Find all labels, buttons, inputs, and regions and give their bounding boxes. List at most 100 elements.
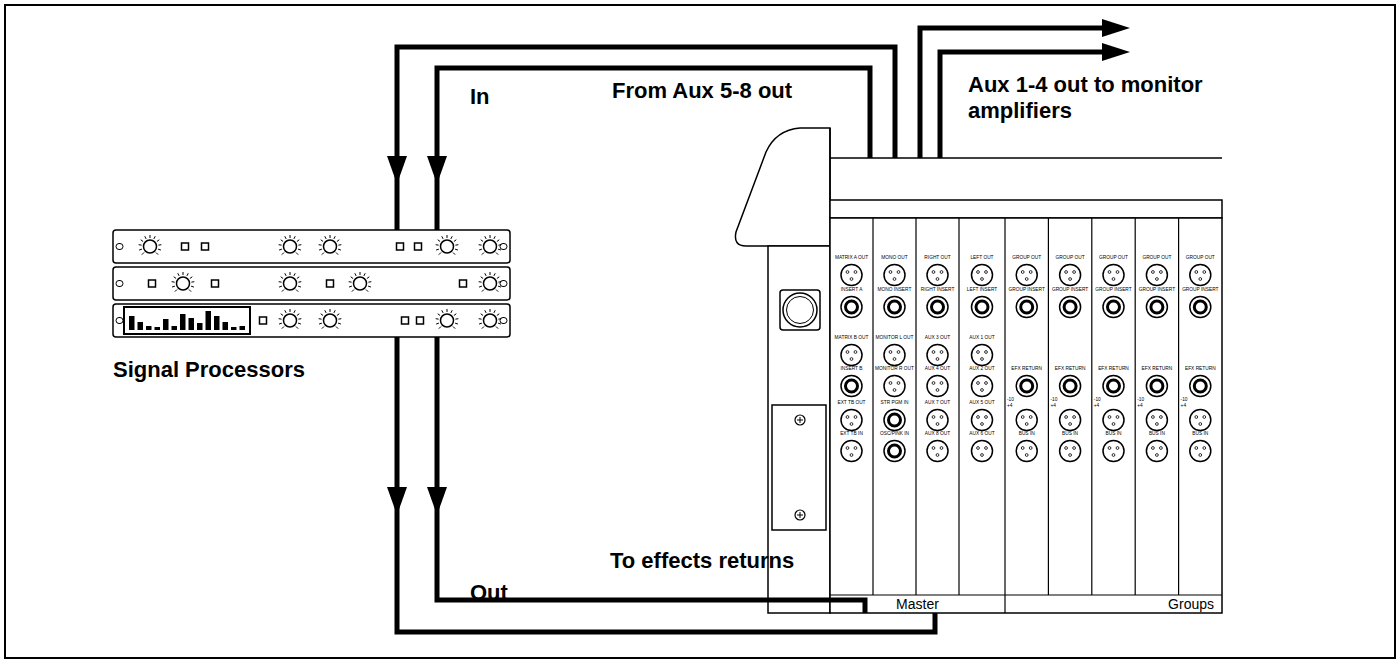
xlr-pin <box>932 271 935 274</box>
arrowhead <box>387 156 407 184</box>
jack-connector <box>1103 297 1124 318</box>
meter-bar <box>189 318 195 330</box>
xlr-pin <box>1069 454 1072 457</box>
connector-label: BUS IN <box>1149 431 1165 437</box>
xlr-connector <box>1016 265 1037 286</box>
xlr-pin <box>850 454 853 457</box>
knob <box>177 277 190 290</box>
connector-label: GROUP OUT <box>1056 255 1085 261</box>
xlr-connector <box>1103 410 1124 431</box>
knob-tick <box>156 253 158 255</box>
xlr-pin <box>1029 416 1032 419</box>
knob-tick <box>319 244 322 245</box>
xlr-pin <box>977 351 980 354</box>
switch <box>415 243 422 250</box>
xlr-pin <box>1112 278 1115 281</box>
connector-label: +4 <box>1094 403 1099 409</box>
connector-panel <box>830 218 1222 613</box>
knob-tick <box>319 323 322 325</box>
knob-tick <box>438 314 440 316</box>
multipin-connector <box>787 297 814 324</box>
knob-tick <box>175 290 177 292</box>
connector-label: -10 <box>1007 397 1014 403</box>
knob-tick <box>141 240 143 242</box>
connector-label: GROUP INSERT <box>1009 287 1045 293</box>
column-divider <box>1091 218 1092 595</box>
knob-tick <box>453 327 455 329</box>
knob-tick <box>338 244 341 245</box>
knob-tick <box>337 314 339 316</box>
xlr-pin <box>1065 416 1068 419</box>
knob-tick <box>455 249 458 251</box>
section-band-line <box>830 594 1222 595</box>
connector-label: AUX 8 OUT <box>925 431 950 437</box>
xlr-pin <box>854 271 857 274</box>
console-edge <box>829 128 831 200</box>
xlr-pin <box>940 351 943 354</box>
xlr-pin <box>1029 447 1032 450</box>
knob-tick <box>279 318 282 319</box>
knob-tick <box>154 236 155 239</box>
knob-tick <box>453 253 455 255</box>
knob-tick <box>490 272 491 275</box>
knob-tick <box>150 235 151 238</box>
column-divider <box>872 218 873 595</box>
xlr-connector <box>1190 441 1211 462</box>
knob-tick <box>351 277 353 279</box>
xlr-connector <box>1060 441 1081 462</box>
xlr-pin <box>1073 271 1076 274</box>
knob-tick <box>290 235 291 238</box>
xlr-connector <box>1016 410 1037 431</box>
knob-tick <box>139 249 142 251</box>
xlr-pin <box>981 278 984 281</box>
knob-tick <box>285 273 286 276</box>
screw <box>795 415 805 425</box>
connector-label: EFX RETURN <box>1185 366 1216 372</box>
frame <box>5 5 1395 658</box>
xlr-pin <box>981 358 984 361</box>
knob-tick <box>139 244 142 245</box>
knob-tick <box>294 273 295 276</box>
connector-label: AUX 3 OUT <box>925 335 950 341</box>
knob-tick <box>439 327 441 329</box>
knob-tick <box>294 310 295 313</box>
xlr-connector <box>972 410 993 431</box>
connector-label: LEFT OUT <box>970 255 993 261</box>
meter-bar <box>214 316 220 330</box>
jack-socket <box>889 445 901 457</box>
knob-tick <box>158 244 161 245</box>
xlr-pin <box>1108 447 1111 450</box>
xlr-pin <box>1195 271 1198 274</box>
xlr-pin <box>1116 416 1119 419</box>
connector-label: +4 <box>1007 403 1012 409</box>
knob <box>484 314 497 327</box>
wire-label: From Aux 5-8 out <box>612 78 792 104</box>
xlr-pin <box>1195 416 1198 419</box>
xlr-connector <box>1190 410 1211 431</box>
knob-tick <box>442 310 443 313</box>
rack-ear-slot <box>116 244 123 250</box>
switch <box>397 243 404 250</box>
xlr-pin <box>1152 271 1155 274</box>
knob-tick <box>298 244 301 245</box>
xlr-connector <box>1016 441 1037 462</box>
connector-label: BUS IN <box>1062 431 1078 437</box>
knob <box>324 240 337 253</box>
processor-rack: Signal Processors <box>113 230 510 337</box>
knob-tick <box>479 244 482 245</box>
console-armrest <box>735 128 830 246</box>
knob-tick <box>494 236 495 239</box>
connector-label: EXT TB OUT <box>837 400 865 406</box>
knob-tick <box>485 273 486 276</box>
xlr-pin <box>1152 416 1155 419</box>
xlr-connector <box>972 441 993 462</box>
knob-tick <box>368 281 371 282</box>
xlr-pin <box>1021 271 1024 274</box>
connector-label: GROUP INSERT <box>1052 287 1088 293</box>
knob-tick <box>158 249 161 251</box>
connector-label: AUX 7 OUT <box>925 400 950 406</box>
connector-label: AUX 4 OUT <box>925 366 950 372</box>
knob-tick <box>319 318 322 319</box>
knob-tick <box>336 253 338 255</box>
xlr-pin <box>1073 447 1076 450</box>
